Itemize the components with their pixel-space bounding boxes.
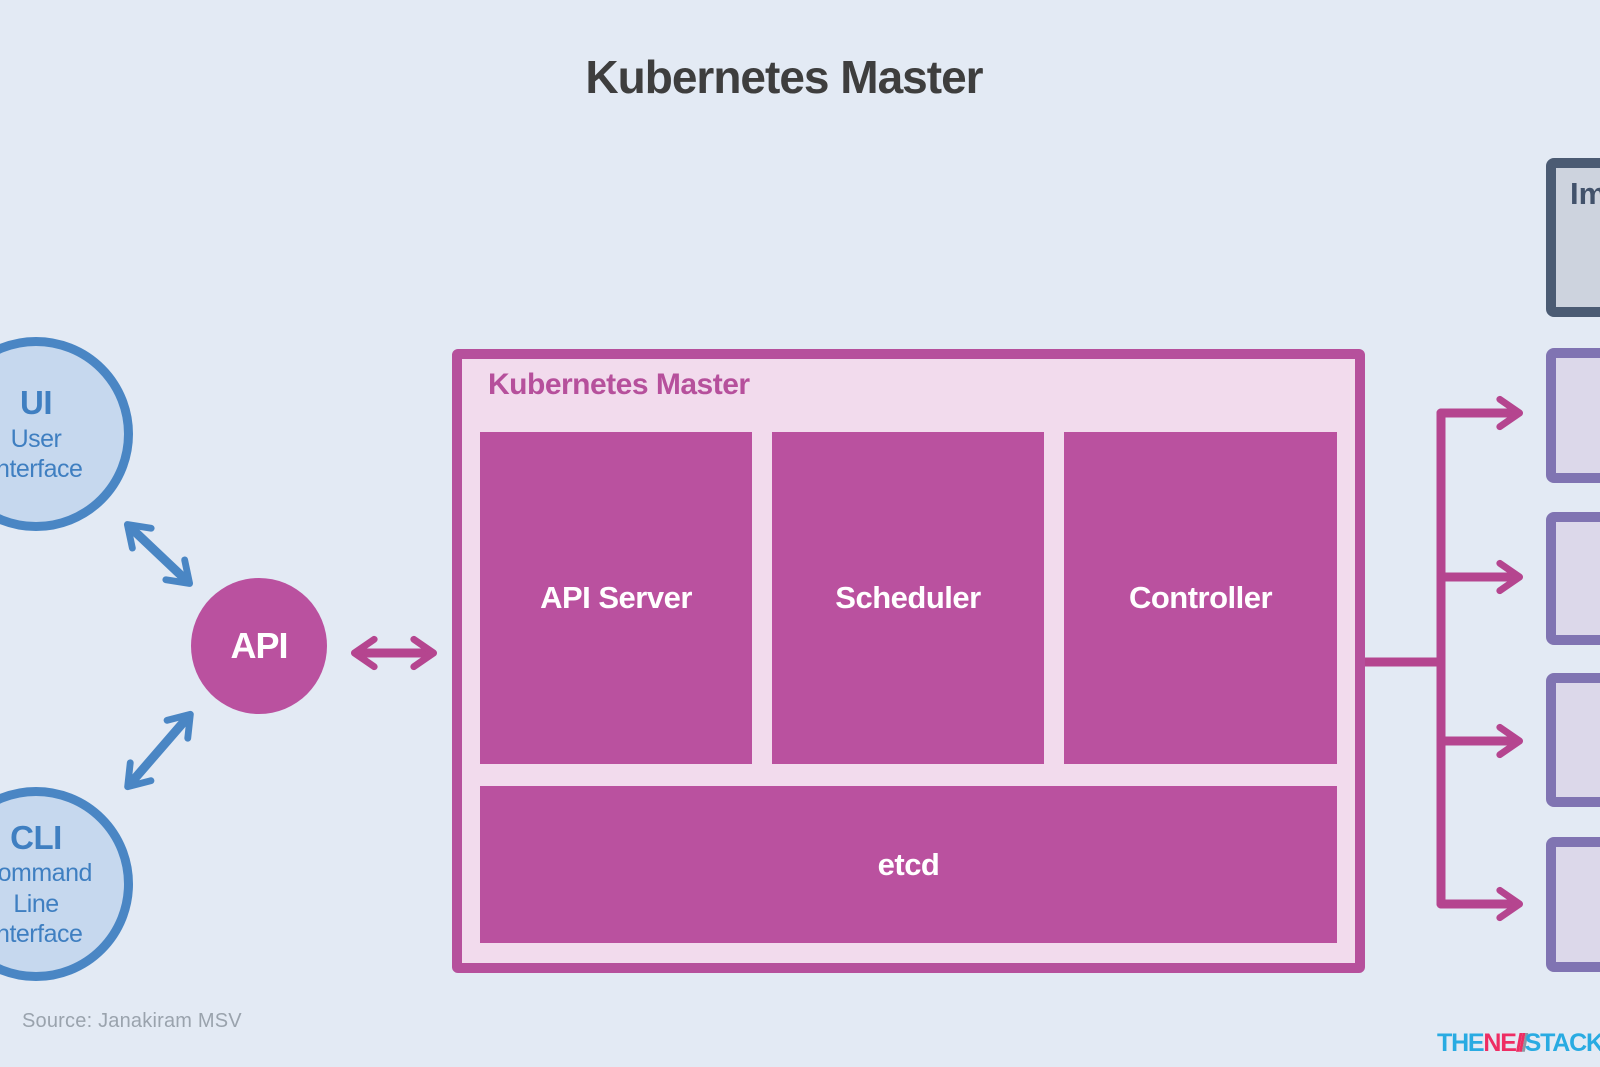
kubernetes-master-box-label: Kubernetes Master: [488, 368, 750, 401]
worker-node-box-2: [1546, 512, 1600, 645]
ui-abbr-label: UI: [20, 384, 53, 422]
scheduler-label: Scheduler: [835, 580, 981, 615]
worker-node-box-4: [1546, 837, 1600, 972]
api-server-label: API Server: [540, 580, 692, 615]
logo-the: THE: [1437, 1029, 1485, 1057]
worker-node-box-1: [1546, 348, 1600, 483]
cli-line2-label: Line: [13, 889, 59, 918]
source-attribution: Source: Janakiram MSV: [22, 1010, 242, 1032]
logo-ne: NE: [1483, 1029, 1517, 1057]
ui-line1-label: User: [10, 424, 62, 453]
worker-node-box-3: [1546, 673, 1600, 807]
api-server-box: API Server: [480, 432, 752, 764]
cli-api-double-arrow: [124, 710, 194, 791]
ui-line2-label: Interface: [0, 455, 83, 484]
api-node-circle: API: [191, 578, 327, 714]
ui-api-double-arrow: [123, 521, 194, 587]
image-registry-label: Im: [1570, 176, 1600, 211]
controller-box: Controller: [1064, 432, 1337, 764]
cli-line3-label: Interface: [0, 920, 83, 949]
cli-abbr-label: CLI: [10, 819, 62, 857]
api-label: API: [230, 625, 288, 666]
page-title: Kubernetes Master: [585, 51, 983, 103]
kubernetes-master-box: Kubernetes Master API Server Scheduler C…: [452, 349, 1365, 973]
thenewstack-logo: THENE///STACK: [1437, 1029, 1600, 1058]
logo-stack: STACK: [1524, 1029, 1600, 1057]
etcd-box: etcd: [480, 786, 1337, 943]
scheduler-box: Scheduler: [772, 432, 1044, 764]
cli-line1-label: Command: [0, 859, 92, 888]
controller-label: Controller: [1128, 580, 1273, 615]
image-registry-box: Im: [1546, 158, 1600, 317]
etcd-label: etcd: [877, 846, 940, 882]
